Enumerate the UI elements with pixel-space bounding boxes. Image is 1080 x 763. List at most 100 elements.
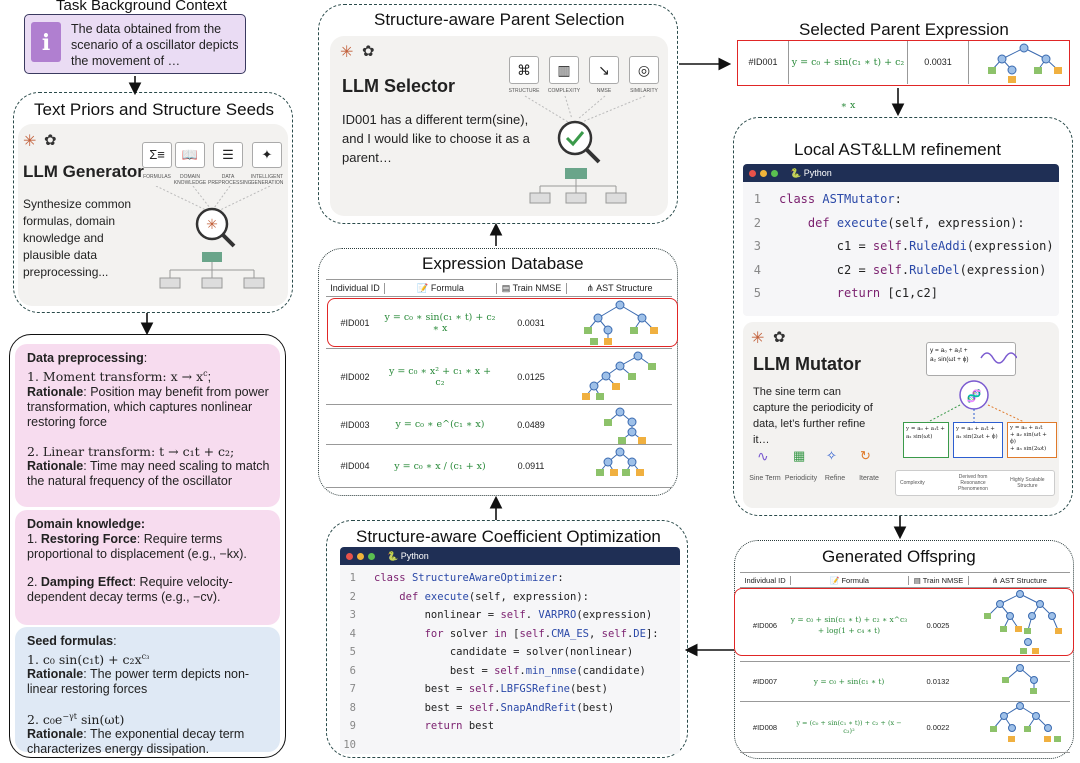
row-formula: y = (c₀ + sin(c₁ ∗ t)) + c₂ + (x − c₃)² [796, 719, 902, 735]
line-number: 6 [349, 664, 356, 677]
restoring-force-text: : Require terms proportional to displace… [27, 532, 247, 561]
row-nmse: 0.0125 [517, 371, 545, 382]
llm-generator-desc: Synthesize common formulas, domain knowl… [23, 197, 132, 279]
selected-id: #ID001 [748, 57, 778, 67]
seed-formulas-heading: Seed formulas [27, 634, 114, 648]
structure-icon: ⌘ [509, 56, 539, 84]
domain-knowledge-icon: 📖 [175, 142, 205, 168]
code-titlebar: 🐍 Python [340, 547, 680, 565]
table-row[interactable]: #ID001 y = c₀ ∗ sin(c₁ ∗ t) + c₂ ∗ x 0.0… [326, 298, 672, 348]
line-number: 4 [753, 262, 761, 277]
priors-panel [13, 92, 293, 313]
refine-label: Refine [824, 475, 846, 482]
preprocessing-heading: Data preprocessing [27, 351, 144, 365]
llm-selector-title: LLM Selector [342, 76, 456, 96]
line-number: 1 [349, 572, 356, 584]
refine-title: Local AST&LLM refinement [790, 140, 1005, 160]
svg-text:✳: ✳ [206, 216, 218, 232]
selector-tree-illustration [524, 95, 646, 204]
table-row[interactable]: #ID002 y = c₀ ∗ x² + c₁ ∗ x + c₂ 0.0125 [326, 348, 672, 404]
header-formula: 📝 Formula [384, 282, 496, 294]
seed-rationale-2-label: Rationale [27, 727, 84, 742]
formulas-icon: Σ≡ [142, 142, 172, 168]
row-nmse: 0.0911 [517, 461, 545, 471]
restoring-force-label: Restoring Force [40, 532, 137, 546]
table-row[interactable]: #ID008 y = (c₀ + sin(c₁ ∗ t)) + c₂ + (x … [740, 701, 1070, 753]
data-preprocessing-label: DATA PREPROCESSING [208, 174, 252, 186]
preprocessing-section: Data preprocessing: 1. Moment transform:… [15, 344, 280, 507]
line-number: 3 [753, 239, 761, 253]
damping-effect-text: : Require velocity-dependent decay terms… [27, 575, 233, 604]
line-number: 9 [349, 720, 356, 732]
header-id: Individual ID [744, 575, 786, 585]
sine-wave-icon [980, 352, 1017, 364]
offspring-ast-structures [984, 590, 1062, 742]
row-id: #ID001 [340, 318, 370, 328]
openai-icon: ✿ [44, 132, 57, 149]
selected-parent-row[interactable]: #ID001 y = c₀ + sin(c₁ ∗ t) + c₂ ∗ x 0.0… [737, 40, 1070, 111]
header-nmse: ▤ Train NMSE [908, 575, 968, 585]
line-number: 8 [349, 701, 356, 714]
sine-term-label: Sine Term [749, 475, 781, 482]
ast-tree-1 [584, 300, 658, 345]
code-line: 5 candidate = solver(nonlinear) [340, 643, 680, 662]
database-table: Individual ID 📝 Formula ▤ Train NMSE ⋔ A… [326, 279, 672, 491]
mutation-candidate-3: y = a₀ + a₁t+ a₂ sin(ωt + ϕ)+ a₃ sin(2ωt… [1007, 422, 1057, 458]
llm-generator-title: LLM Generator [23, 162, 144, 181]
row-formula: y = c₀ ∗ e^(c₁ ∗ x) [395, 419, 485, 430]
row-id: #ID008 [752, 722, 778, 732]
minimize-dot-icon [760, 169, 767, 177]
seed-formula-2: 2. c₀e [27, 712, 63, 728]
code-line: 6 best = self.min_nmse(candidate) [340, 662, 680, 681]
row-nmse: 0.0132 [926, 677, 950, 686]
maximize-dot-icon [368, 552, 375, 560]
table-row[interactable]: #ID006 y = c₀ + sin(c₁ ∗ t) + c₂ ∗ x^c₃+… [740, 589, 1070, 661]
refine-wand-icon: ✧ [826, 448, 837, 463]
table-row[interactable]: #ID004 y = c₀ ∗ x / (c₁ + x) 0.0911 [326, 444, 672, 488]
openai-icon: ✿ [362, 43, 375, 60]
similarity-label: SIMILARITY [630, 88, 658, 94]
code-titlebar: 🐍 Python [743, 164, 1059, 182]
table-row[interactable]: #ID007 y = c₀ + sin(c₁ ∗ t) 0.0132 [740, 661, 1070, 701]
table-row[interactable]: #ID003 y = c₀ ∗ e^(c₁ ∗ x) 0.0489 [326, 404, 672, 444]
damping-effect-label: Damping Effect [40, 575, 133, 589]
code-line: 3 nonlinear = self. VARPRO(expression) [340, 606, 680, 625]
row-id: #ID002 [340, 371, 370, 382]
seed-formula-1-exponent: c₃ [141, 652, 150, 661]
database-panel [318, 248, 678, 496]
ast-tree-2 [582, 351, 656, 400]
mutator-footer: Complexity Derived from Resonance Phenom… [895, 470, 1055, 496]
anthropic-icon: ✳ [751, 330, 765, 347]
complexity-icon: ▥ [549, 56, 579, 84]
llm-mutator-title: LLM Mutator [753, 354, 861, 374]
code-line: 4 for solver in [self.CMA_ES, self.DE]: [340, 625, 680, 644]
code-line: 5 return [c1,c2] [743, 282, 1059, 306]
seed-formula-2-tail: sin(ωt) [77, 712, 125, 728]
sine-term-icon: ∿ [757, 448, 769, 464]
header-nmse: ▤ Train NMSE [496, 282, 566, 294]
row-formula: y = c₀ ∗ sin(c₁ ∗ t) + c₂ ∗ x [384, 312, 496, 334]
structure-label: STRUCTURE [508, 88, 540, 94]
task-text: The data obtained from the scenario of a… [71, 22, 239, 68]
rationale-2-label: Rationale [27, 459, 84, 474]
llm-mutator-desc: The sine term can capture the periodicit… [753, 386, 873, 446]
rationale-2-text: : Time may need scaling to match the nat… [27, 459, 270, 489]
header-id: Individual ID [330, 283, 380, 293]
iterate-label: Iterate [859, 475, 879, 482]
seed-formulas-section: Seed formulas: 1. c₀ sin(c₁t) + c₂xc₃ Ra… [15, 627, 280, 756]
complexity-text: Complexity [900, 480, 925, 486]
selection-title: Structure-aware Parent Selection [370, 10, 629, 30]
domain-knowledge-section: Domain knowledge: 1. Restoring Force: Re… [15, 510, 280, 625]
offspring-ast-3 [990, 702, 1061, 742]
selected-formula: y = c₀ + sin(c₁ ∗ t) + c₂ ∗ x [791, 57, 905, 111]
llm-selector-desc: ID001 has a different term(sine), and I … [342, 112, 530, 165]
domain-heading: Domain knowledge: [27, 517, 146, 531]
optimizer-panel [326, 520, 688, 758]
domain-knowledge-label: DOMAIN KNOWLEDGE [173, 174, 207, 186]
llm-generator-card: ✳ ✿ LLM Generator Synthesize common form… [18, 124, 288, 306]
